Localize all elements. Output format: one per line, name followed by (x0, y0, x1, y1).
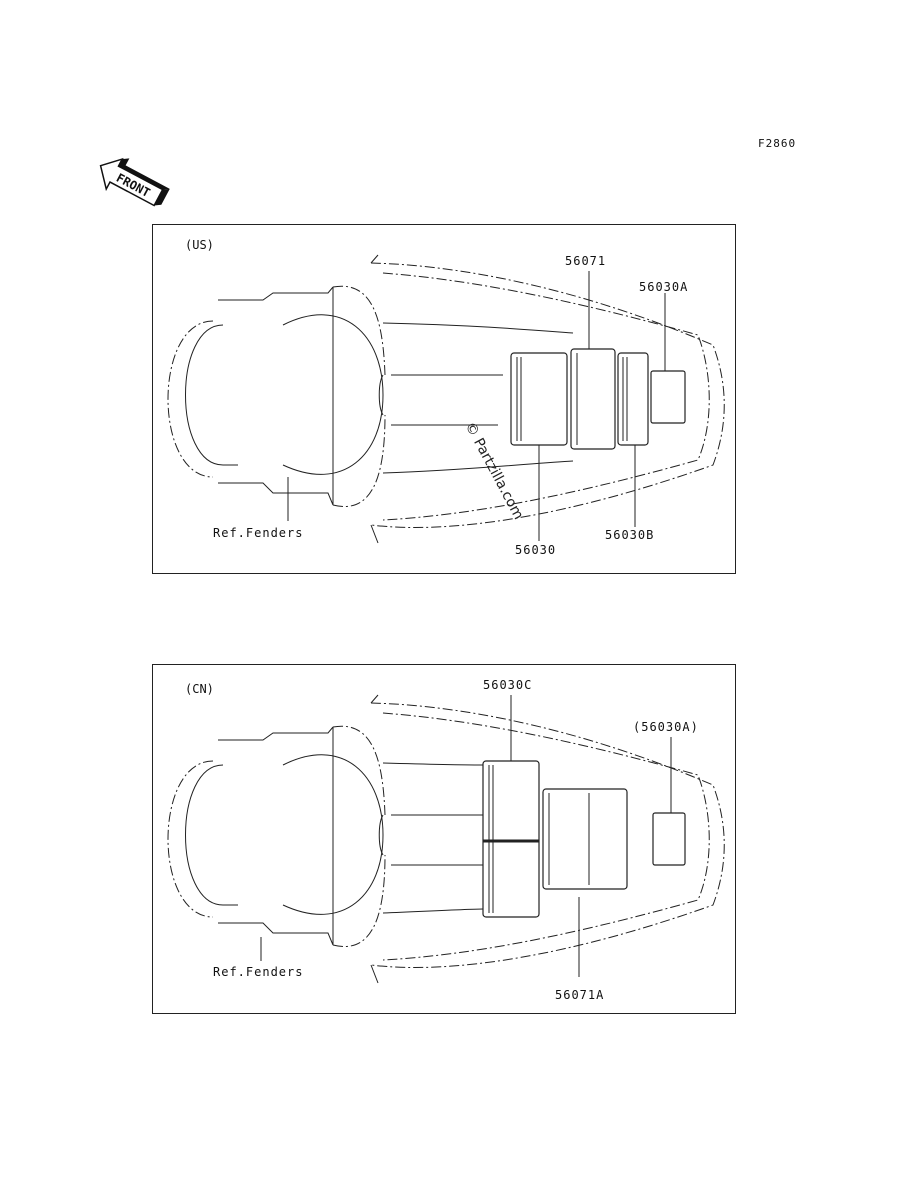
us-part-56071-label: 56071 (565, 254, 606, 268)
us-part-56030-label: 56030 (515, 543, 556, 557)
cn-part-56030C-label: 56030C (483, 678, 532, 692)
cn-region-label: (CN) (185, 682, 214, 696)
cn-decal-56030C (482, 760, 540, 918)
us-region-label: (US) (185, 238, 214, 252)
cn-diagram-panel: (CN) (152, 664, 736, 1014)
us-decal-56071 (570, 348, 616, 450)
us-diagram-panel: (US) (152, 224, 736, 574)
cn-fender-outline (167, 694, 725, 984)
us-ref-fenders-label: Ref.Fenders (213, 526, 303, 540)
front-arrow-icon: FRONT (99, 157, 170, 207)
cn-part-56071A-label: 56071A (555, 988, 604, 1002)
us-decal-56030B (617, 352, 649, 446)
cn-ref-fenders-label: Ref.Fenders (213, 965, 303, 979)
cn-part-56030A-label: (56030A) (633, 720, 699, 734)
us-part-56030A-label: 56030A (639, 280, 688, 294)
cn-decal-56030A (652, 812, 686, 866)
us-fender-outline (167, 254, 725, 544)
cn-decal-56071A (542, 788, 628, 890)
us-decal-56030A (650, 370, 686, 424)
us-decal-56030 (510, 352, 568, 446)
figure-code: F2860 (758, 137, 797, 150)
us-part-56030B-label: 56030B (605, 528, 654, 542)
